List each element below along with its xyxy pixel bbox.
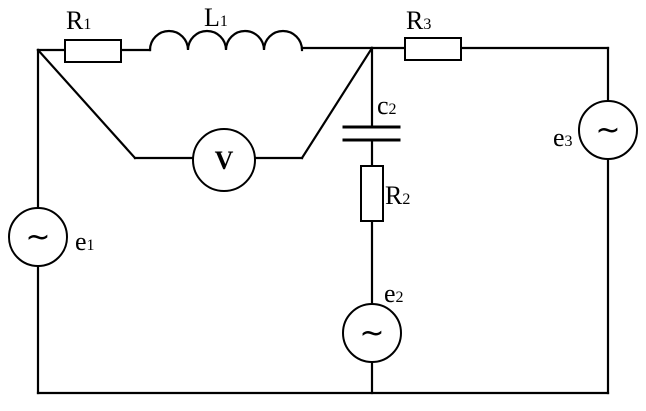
voltmeter: V	[192, 128, 256, 192]
label-c2: c2	[377, 91, 397, 120]
source-e1: ~	[8, 207, 68, 267]
source-e2: ~	[342, 303, 402, 363]
resistor-r1	[64, 39, 122, 63]
wires	[36, 46, 610, 395]
label-e3: e3	[553, 123, 573, 152]
label-r2: R2	[385, 181, 410, 210]
resistor-r2	[360, 165, 384, 222]
voltmeter-symbol: V	[215, 146, 234, 175]
capacitor-c2	[342, 125, 401, 142]
resistor-r3	[404, 37, 462, 61]
ac-symbol-e2: ~	[359, 316, 384, 351]
label-e2: e2	[384, 279, 404, 308]
label-l1: L1	[204, 3, 228, 32]
label-r3: R3	[406, 6, 431, 35]
source-e3: ~	[578, 100, 638, 160]
label-e1: e1	[75, 227, 95, 256]
ac-symbol-e3: ~	[595, 113, 620, 148]
ac-symbol-e1: ~	[25, 220, 50, 255]
label-r1: R1	[66, 6, 91, 35]
inductor-l1	[148, 29, 304, 52]
